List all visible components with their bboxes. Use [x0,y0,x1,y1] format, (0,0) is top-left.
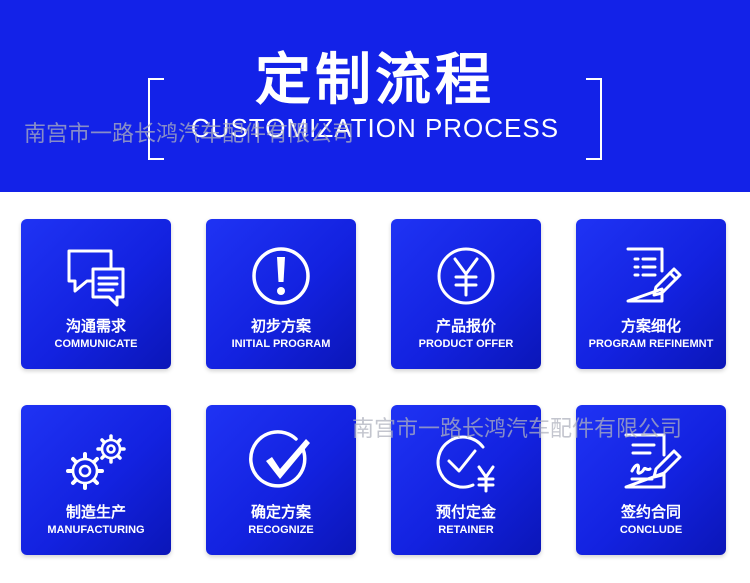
watermark: 南宫市一路长鸿汽车配件有限公司 [24,122,355,147]
exclamation-circle-icon [252,247,310,305]
step-title-en: RECOGNIZE [248,524,314,536]
step-title-en: COMMUNICATE [54,338,138,350]
step-card-conclude: 签约合同 CONCLUDE [576,405,726,555]
yen-circle-icon [437,247,495,305]
step-card-product-offer: 产品报价 PRODUCT OFFER [391,219,541,369]
check-circle-icon [249,430,310,488]
title-frame-left [148,78,164,160]
gears-icon [66,434,126,490]
step-title-en: PROGRAM REFINEMNT [588,338,714,350]
step-title-cn: 方案细化 [620,317,681,335]
step-title-en: CONCLUDE [619,524,683,536]
step-title-cn: 初步方案 [250,317,311,335]
step-title-en: MANUFACTURING [47,524,145,536]
step-title-en: INITIAL PROGRAM [231,338,331,350]
step-title-en: PRODUCT OFFER [418,338,514,350]
step-card-manufacturing: 制造生产 MANUFACTURING [21,405,171,555]
step-title-en: RETAINER [438,524,494,536]
check-yen-icon [436,435,495,493]
title-frame-right [586,78,602,160]
header-banner: 定制流程 CUSTOMIZATION PROCESS [0,0,750,192]
step-title-cn: 签约合同 [620,503,681,521]
step-title-cn: 沟通需求 [65,317,126,335]
contract-sign-icon [624,433,682,489]
step-title-cn: 确定方案 [250,503,311,521]
step-card-program-refinement: 方案细化 PROGRAM REFINEMNT [576,219,726,369]
step-title-cn: 制造生产 [65,503,126,521]
step-card-retainer: 预付定金 RETAINER [391,405,541,555]
step-card-communicate: 沟通需求 COMMUNICATE [21,219,171,369]
step-title-cn: 预付定金 [435,503,496,521]
page-title: 定制流程 [255,48,495,113]
step-title-cn: 产品报价 [435,317,496,335]
chat-bubbles-icon [67,249,125,307]
watermark: 南宫市一路长鸿汽车配件有限公司 [352,417,683,442]
step-card-recognize: 确定方案 RECOGNIZE [206,405,356,555]
step-card-initial-program: 初步方案 INITIAL PROGRAM [206,219,356,369]
document-pen-icon [626,247,682,303]
page-subtitle: CUSTOMIZATION PROCESS [190,113,560,143]
